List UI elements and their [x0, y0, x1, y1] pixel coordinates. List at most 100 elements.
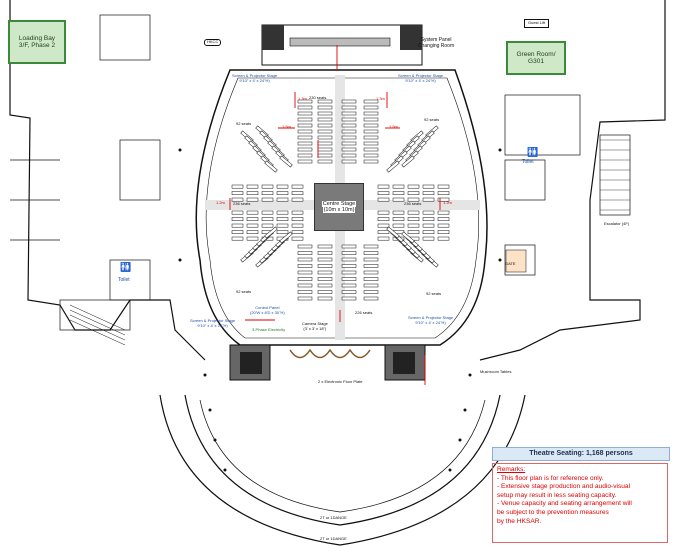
- dim-label-4: 1.3m: [376, 96, 385, 101]
- seat-row: [297, 159, 313, 164]
- centre-stage: Centre Stage (10m x 10m): [314, 183, 364, 231]
- seat-count-bottom: 226 seats: [355, 310, 373, 315]
- seat-row: [437, 210, 450, 215]
- seat-row: [297, 264, 313, 268]
- seat-row: [317, 111, 333, 116]
- seat-row: [401, 231, 415, 244]
- green-room-box: Green Room/ G301: [506, 41, 566, 75]
- seat-row: [377, 191, 390, 195]
- dim-label-6: 1.2m: [216, 200, 225, 205]
- column-marker: [213, 438, 217, 442]
- seat-row: [422, 210, 435, 215]
- seat-row: [276, 217, 289, 221]
- seat-row: [341, 153, 357, 158]
- seat-row: [341, 264, 357, 268]
- seat-row: [279, 231, 293, 244]
- floor-plate-label: 2 x Electronic Floor Plate: [318, 379, 363, 384]
- screen-tr-size: 9'10" x 4' x 24"H): [405, 77, 436, 83]
- seat-row: [341, 270, 357, 275]
- toilet-right-icon: 🚻: [527, 147, 539, 157]
- corridor-label-2: 2T or 1DANGE: [320, 536, 347, 541]
- seat-row: [363, 117, 379, 122]
- seat-row: [231, 223, 244, 228]
- capacity-box: Theatre Seating: 1,168 persons: [492, 447, 670, 461]
- column-marker: [223, 468, 227, 472]
- seat-row: [231, 184, 244, 189]
- seat-row: [297, 290, 313, 294]
- seat-row: [377, 236, 390, 241]
- seat-row: [392, 223, 405, 228]
- column-marker: [178, 258, 182, 262]
- seat-row: [407, 230, 420, 234]
- seat-row: [297, 129, 313, 134]
- seat-row: [291, 217, 304, 221]
- column-marker: [178, 148, 182, 152]
- seat-row: [363, 129, 379, 134]
- seat-row: [231, 236, 244, 241]
- screen-bl-label: Screen & Projector Stage 9'10" x 4' x 24…: [190, 318, 236, 328]
- seat-row: [363, 123, 379, 128]
- seat-row: [363, 135, 379, 140]
- seat-row: [341, 129, 357, 134]
- seat-row: [317, 99, 333, 104]
- seat-row: [297, 296, 313, 301]
- seat-count-diag-tl: 92 seats: [236, 121, 252, 126]
- seat-row: [377, 197, 390, 202]
- camera-stage-line2: (3' x 3' x 18"): [303, 325, 327, 331]
- seat-row: [297, 244, 313, 249]
- seat-row: [422, 230, 435, 234]
- seat-row: [231, 230, 244, 234]
- seat-row: [407, 197, 420, 202]
- seat-row: [317, 105, 333, 110]
- seat-row: [317, 290, 333, 294]
- seat-row: [297, 251, 313, 255]
- loading-bay-line2: 3/F, Phase 2: [18, 42, 56, 49]
- seat-row: [363, 257, 379, 262]
- seat-row: [317, 264, 333, 268]
- seat-row: [363, 277, 379, 281]
- seat-row: [317, 117, 333, 122]
- gate-label: GATE: [505, 261, 516, 266]
- column-marker: [448, 468, 452, 472]
- seat-row: [363, 270, 379, 275]
- toilet-left-label: Toilet: [118, 277, 130, 283]
- green-room-line1: Green Room/: [516, 51, 556, 58]
- seat-row: [297, 141, 313, 146]
- remarks-item: setup may result in less seating capacit…: [497, 491, 617, 499]
- camera-stage-label: Camera Stage (3' x 3' x 18"): [302, 321, 328, 331]
- screen-br-size: 9'10" x 4' x 24"H): [415, 319, 446, 325]
- seat-count-diag-bl: 92 seats: [236, 289, 252, 294]
- seat-row: [246, 191, 259, 195]
- seat-count-top: 230 seats: [309, 95, 327, 100]
- seat-row: [363, 244, 379, 249]
- seat-row: [407, 191, 420, 195]
- seat-row: [437, 184, 450, 189]
- screen-tr-title: Screen & Projector Stage: [398, 73, 444, 78]
- seat-row: [341, 111, 357, 116]
- hall-outline: [195, 69, 488, 346]
- seat-row: [392, 191, 405, 195]
- seat-row: [317, 141, 333, 146]
- seat-row: [246, 236, 259, 241]
- seat-row: [246, 210, 259, 215]
- seat-row: [363, 159, 379, 164]
- seat-row: [422, 223, 435, 228]
- loading-bay-line1: Loading Bay: [18, 35, 56, 42]
- green-room-line2: G301: [528, 58, 544, 65]
- seat-row: [261, 223, 274, 228]
- screen-bl-title: Screen & Projector Stage: [190, 318, 236, 323]
- remarks-title: Remarks:: [497, 466, 526, 473]
- seat-row: [297, 147, 313, 152]
- seat-row: [246, 223, 259, 228]
- seat-row: [291, 236, 304, 241]
- seat-row: [363, 105, 379, 110]
- seat-row: [341, 283, 357, 288]
- seat-row: [437, 236, 450, 241]
- seat-row: [437, 197, 450, 202]
- system-panel-line1: System Panel: [420, 37, 452, 43]
- seat-row: [291, 184, 304, 189]
- outer-wall-right: [479, 0, 666, 361]
- control-panel-title: Control Panel: [255, 305, 280, 310]
- seat-row: [276, 223, 289, 228]
- seat-row: [363, 147, 379, 152]
